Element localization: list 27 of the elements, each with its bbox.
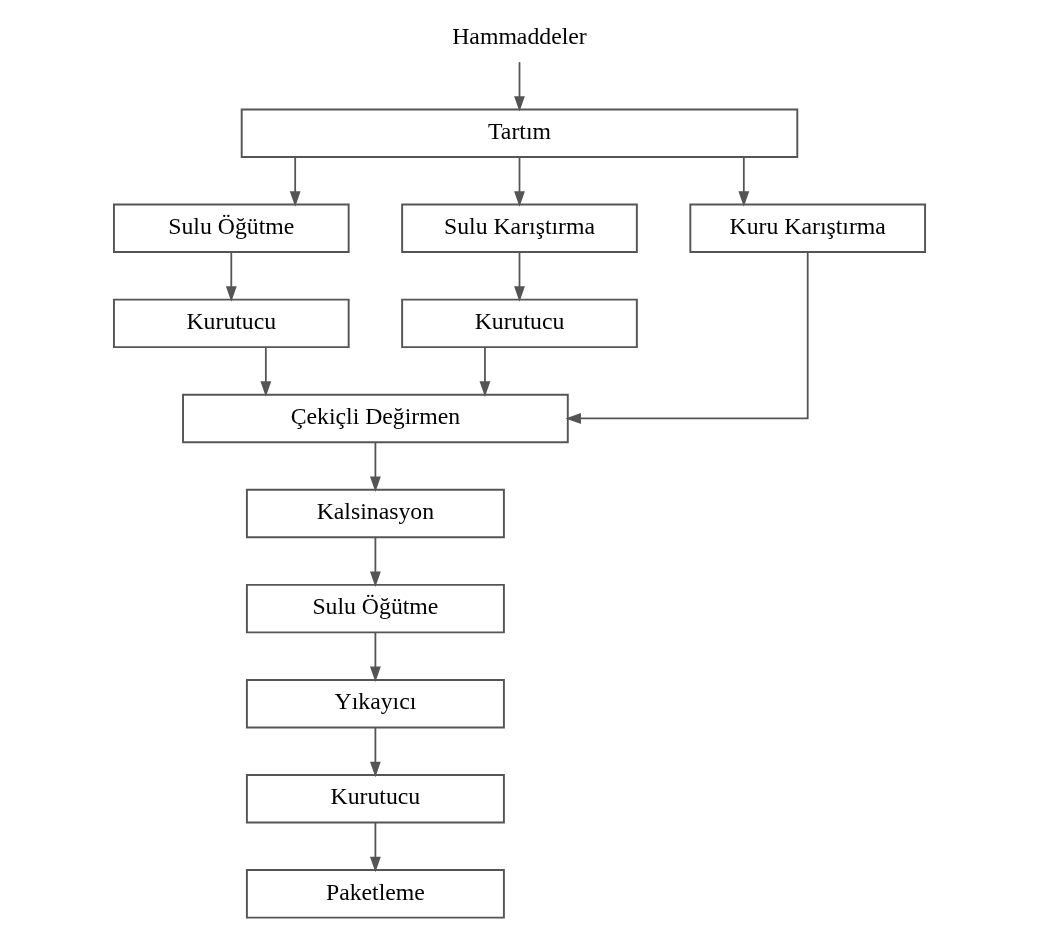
arrow <box>370 726 381 778</box>
node-box: Yıkayıcı <box>245 678 505 729</box>
arrow <box>289 156 301 207</box>
node-box: Kuru Karıştırma <box>689 203 927 254</box>
arrow <box>370 821 381 873</box>
arrow <box>225 251 237 302</box>
node-box: Tartım <box>240 108 799 158</box>
arrow <box>514 61 525 112</box>
arrow <box>479 346 491 397</box>
arrow <box>260 346 272 397</box>
arrow <box>370 441 381 492</box>
node-box: Paketleme <box>245 869 505 919</box>
node-box: Sulu Öğütme <box>112 203 350 254</box>
node-box: Çekiçli Değirmen <box>182 393 569 444</box>
arrow <box>370 536 381 587</box>
arrow <box>370 631 381 683</box>
node-box: Sulu Öğütme <box>245 583 505 634</box>
node-box: Kurutucu <box>112 298 350 349</box>
arrow <box>565 251 809 424</box>
node-box: Kurutucu <box>245 774 505 824</box>
node-box: Kalsinasyon <box>245 488 505 539</box>
arrow <box>514 251 525 302</box>
node-box: Sulu Karıştırma <box>401 203 638 254</box>
node-box: Kurutucu <box>401 298 638 349</box>
node-text: Hammaddeler <box>452 22 587 49</box>
arrow <box>514 156 525 207</box>
arrow <box>738 156 750 207</box>
